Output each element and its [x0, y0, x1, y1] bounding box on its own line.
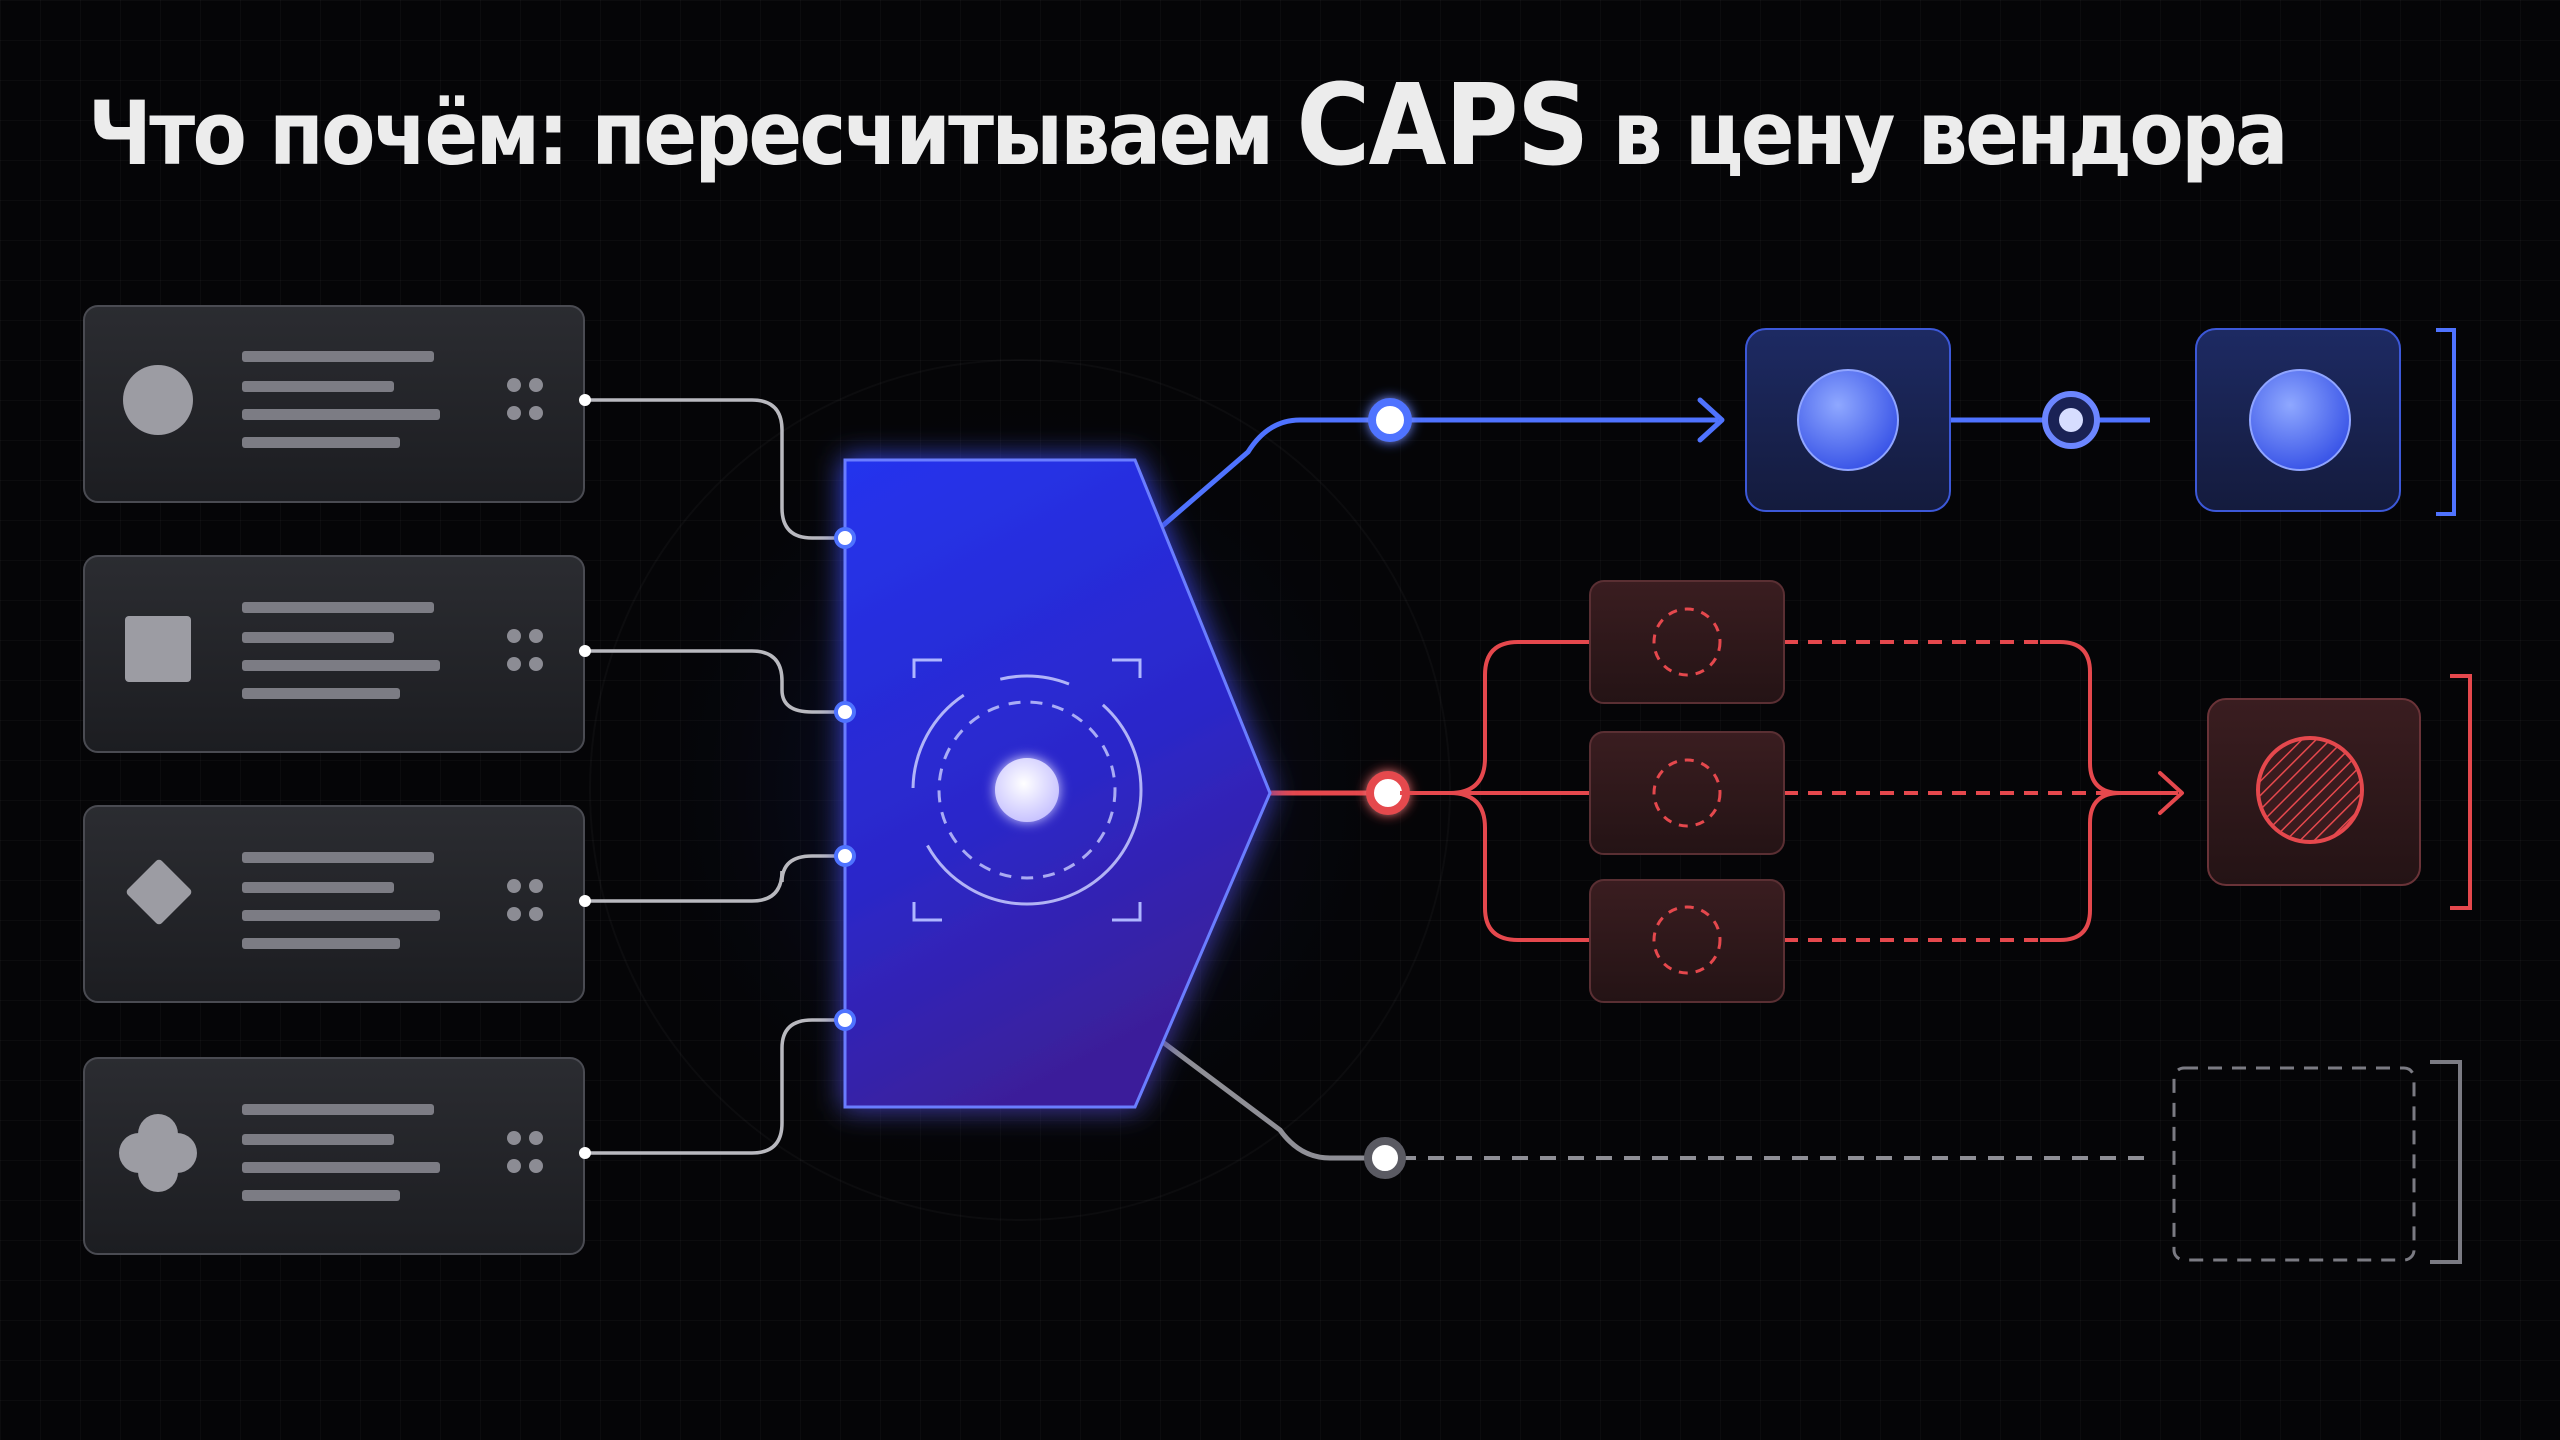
blue-ball-icon: [1797, 369, 1899, 471]
grip-icon: [507, 629, 543, 671]
grip-icon: [507, 879, 543, 921]
red-node-box-2[interactable]: [1589, 731, 1785, 855]
input-card-4[interactable]: [83, 1057, 591, 1255]
output-port[interactable]: [579, 394, 591, 406]
dashed-circle-icon: [1652, 758, 1722, 828]
page-title: Что почём: пересчитываем CAPS в цену вен…: [88, 70, 2289, 185]
blue-bracket: [2436, 328, 2456, 516]
title-part1: Что почём: пересчитываем: [88, 82, 1274, 185]
red-output-group: [1400, 580, 2472, 1003]
connector-1: [585, 398, 845, 540]
gray-junction-node[interactable]: [1364, 1137, 1406, 1179]
blue-output-group: [1745, 328, 2456, 516]
target-icon: [911, 658, 1143, 922]
blue-ball-icon: [2249, 369, 2351, 471]
connector-2: [585, 649, 845, 714]
text-lines: [242, 602, 440, 699]
grip-icon: [507, 1131, 543, 1173]
red-branch-bottom: [1400, 791, 1590, 942]
dashed-circle-icon: [1652, 607, 1722, 677]
diamond-icon: [126, 859, 192, 925]
square-icon: [125, 616, 191, 682]
blue-arrowhead-icon: [1697, 397, 1725, 443]
input-card-2[interactable]: [83, 555, 591, 753]
circle-icon: [123, 365, 193, 435]
output-port[interactable]: [579, 645, 591, 657]
dashed-circle-icon: [1652, 905, 1722, 975]
input-card-3[interactable]: [83, 805, 591, 1003]
output-port[interactable]: [579, 1147, 591, 1159]
blue-junction-node[interactable]: [1368, 398, 1412, 442]
text-lines: [242, 351, 440, 448]
gray-path: [1158, 1038, 1385, 1161]
connector-4: [585, 1018, 845, 1155]
red-node-box-3[interactable]: [1589, 879, 1785, 1003]
hatched-circle-icon: [2256, 736, 2364, 844]
blue-path: [1158, 417, 1385, 530]
input-card-1[interactable]: [83, 305, 591, 503]
processor-ports: [834, 527, 856, 1031]
text-lines: [242, 1104, 440, 1201]
title-highlight: CAPS: [1296, 61, 1589, 191]
input-connectors: [585, 398, 845, 1155]
empty-slot[interactable]: [2172, 1060, 2462, 1264]
grip-icon: [507, 378, 543, 420]
clover-icon: [119, 1114, 197, 1192]
red-bracket: [2450, 674, 2472, 910]
gray-bracket: [2430, 1060, 2462, 1264]
output-port[interactable]: [579, 895, 591, 907]
connector-3: [585, 854, 845, 903]
blue-midpoint-core: [2059, 408, 2083, 432]
title-part2: в цену вендора: [1612, 82, 2289, 185]
red-node-box-1[interactable]: [1589, 580, 1785, 704]
red-arrowhead-icon: [2158, 771, 2184, 815]
text-lines: [242, 852, 440, 949]
